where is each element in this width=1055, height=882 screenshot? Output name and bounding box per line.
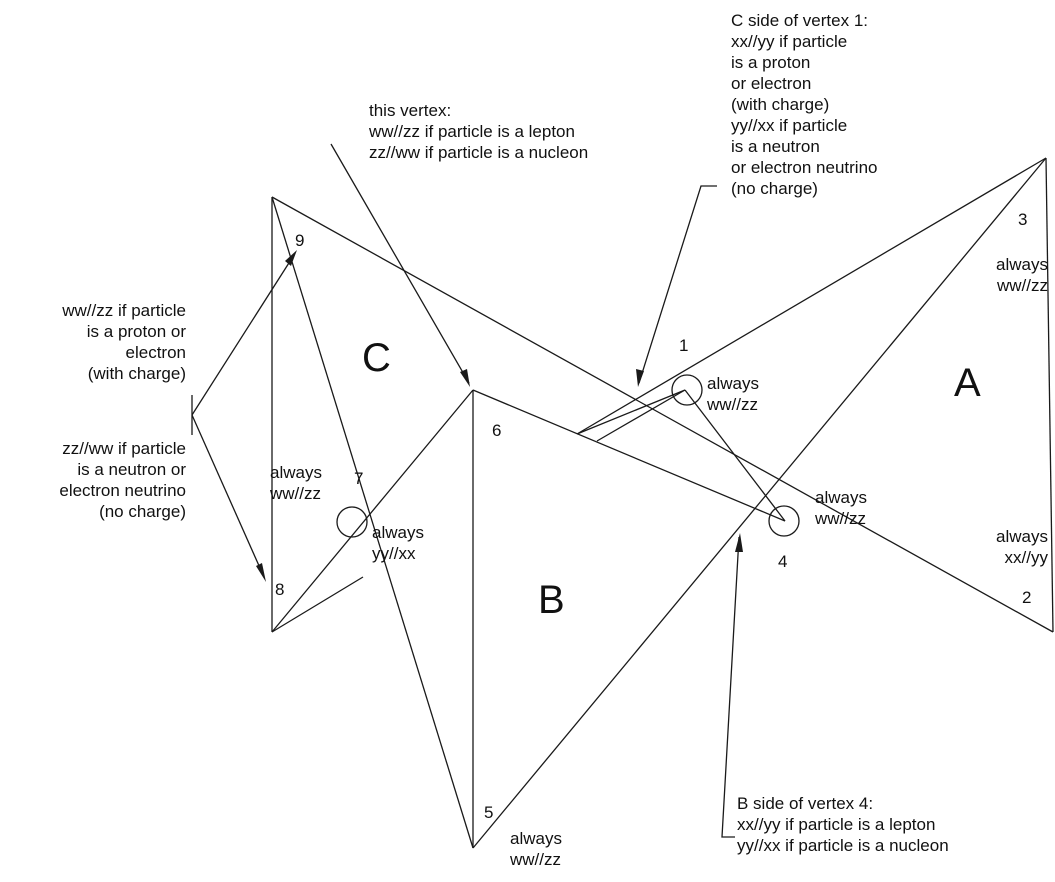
- vertex-1-circle: [671, 374, 703, 406]
- region-a-label: A: [954, 361, 981, 405]
- vertex-2-rule: always xx//yy: [996, 527, 1048, 567]
- vertex-7-number: 7: [354, 469, 364, 488]
- vertex-1-rule: always ww//zz: [707, 374, 759, 414]
- arrowhead-top-center: [460, 369, 470, 387]
- edge-1-to-4: [684, 389, 786, 522]
- vertex-7-left-rule: always ww//zz: [270, 463, 322, 503]
- annotation-bottom-right: B side of vertex 4: xx//yy if particle i…: [737, 794, 949, 855]
- edge-3-2: [1045, 157, 1054, 633]
- arrowhead-bottom-right: [735, 533, 743, 552]
- vertex-7-right-rule: always yy//xx: [372, 523, 424, 563]
- edge-8-to-b: [271, 576, 364, 633]
- leader-top-right: [638, 185, 717, 384]
- edge-6-to-8: [271, 389, 474, 633]
- annotation-left-lower: zz//ww if particle is a neutron or elect…: [59, 439, 186, 521]
- leader-left-upper: [191, 254, 295, 416]
- arrowhead-left-upper: [285, 250, 297, 266]
- edge-3-to-b-lower: [576, 157, 1047, 435]
- arrowhead-top-right: [636, 369, 644, 387]
- leader-bottom-right: [721, 536, 740, 838]
- vertex-6-number: 6: [492, 421, 502, 440]
- vertex-8-number: 8: [275, 580, 285, 599]
- edge-6-to-4: [472, 389, 786, 522]
- vertex-3-number: 3: [1018, 210, 1028, 229]
- vertex-5-number: 5: [484, 803, 494, 822]
- region-c-label: C: [362, 336, 391, 380]
- vertex-4-circle: [768, 505, 800, 537]
- vertex-3-rule: always ww//zz: [996, 255, 1048, 295]
- vertex-9-number: 9: [295, 231, 305, 250]
- annotation-top-right: C side of vertex 1: xx//yy if particle i…: [731, 11, 878, 198]
- region-b-label: B: [538, 578, 565, 622]
- vertex-7-circle: [336, 506, 368, 538]
- vertex-1-number: 1: [679, 336, 689, 355]
- vertex-4-rule: always ww//zz: [815, 488, 867, 528]
- vertex-5-rule: always ww//zz: [510, 829, 562, 869]
- annotation-top-center: this vertex: ww//zz if particle is a lep…: [369, 101, 589, 162]
- vertex-4-number: 4: [778, 552, 788, 571]
- edge-3-to-5: [472, 157, 1047, 849]
- edge-1-to-b: [576, 389, 686, 435]
- leader-top-center: [330, 143, 470, 384]
- leader-left-lower: [191, 414, 265, 578]
- annotation-left-upper: ww//zz if particle is a proton or electr…: [62, 301, 186, 383]
- edge-3-to-1-inner: [596, 389, 686, 442]
- edge-c-top-to-2: [271, 196, 1054, 633]
- arrowhead-left-lower: [256, 563, 266, 582]
- vertex-2-number: 2: [1022, 588, 1032, 607]
- edge-9-to-5: [271, 196, 474, 849]
